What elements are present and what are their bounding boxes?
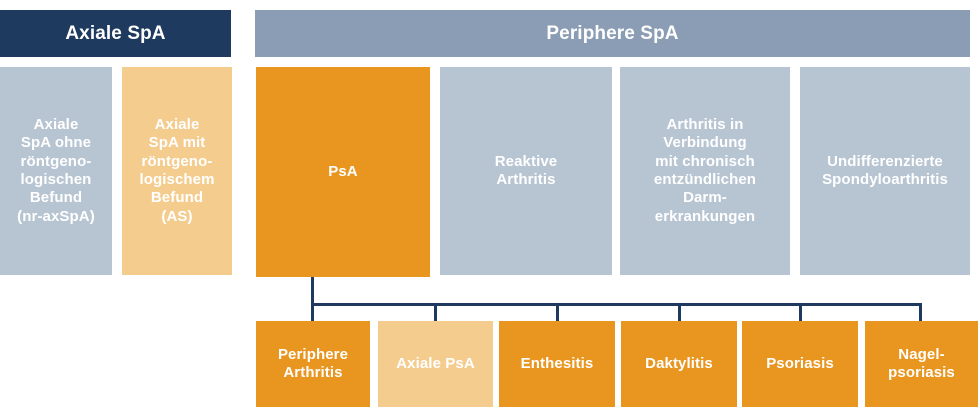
category-reaktive-arthritis: Reaktive Arthritis — [440, 67, 612, 275]
category-undifferenzierte-spondyloarthritis: Undifferenzierte Spondyloarthritis — [800, 67, 970, 275]
connector-horizontal-bus — [311, 303, 922, 306]
manifestation-psoriasis: Psoriasis — [742, 321, 858, 407]
manifestation-enthesitis: Enthesitis — [499, 321, 615, 407]
connector-drop-enthesitis — [556, 303, 559, 322]
category-nr-axspa: Axiale SpA ohne röntgeno- logischen Befu… — [0, 67, 112, 275]
category-as: Axiale SpA mit röntgeno- logischem Befun… — [122, 67, 232, 275]
category-psa: PsA — [256, 67, 430, 277]
header-periphere-spa: Periphere SpA — [255, 10, 970, 57]
manifestation-axiale-psa: Axiale PsA — [378, 321, 493, 407]
connector-drop-daktylitis — [678, 303, 681, 322]
connector-drop-psoriasis — [799, 303, 802, 322]
manifestation-nagelpsoriasis: Nagel- psoriasis — [865, 321, 978, 407]
header-axiale-spa: Axiale SpA — [0, 10, 231, 57]
category-arthritis-ced: Arthritis in Verbindung mit chronisch en… — [620, 67, 790, 275]
manifestation-daktylitis: Daktylitis — [621, 321, 737, 407]
manifestation-periphere-arthritis: Periphere Arthritis — [256, 321, 370, 407]
connector-psa-stem — [311, 277, 314, 306]
connector-drop-nagelpsoriasis — [919, 303, 922, 322]
connector-drop-periphere-arthritis — [311, 303, 314, 322]
connector-drop-axiale-psa — [434, 303, 437, 322]
